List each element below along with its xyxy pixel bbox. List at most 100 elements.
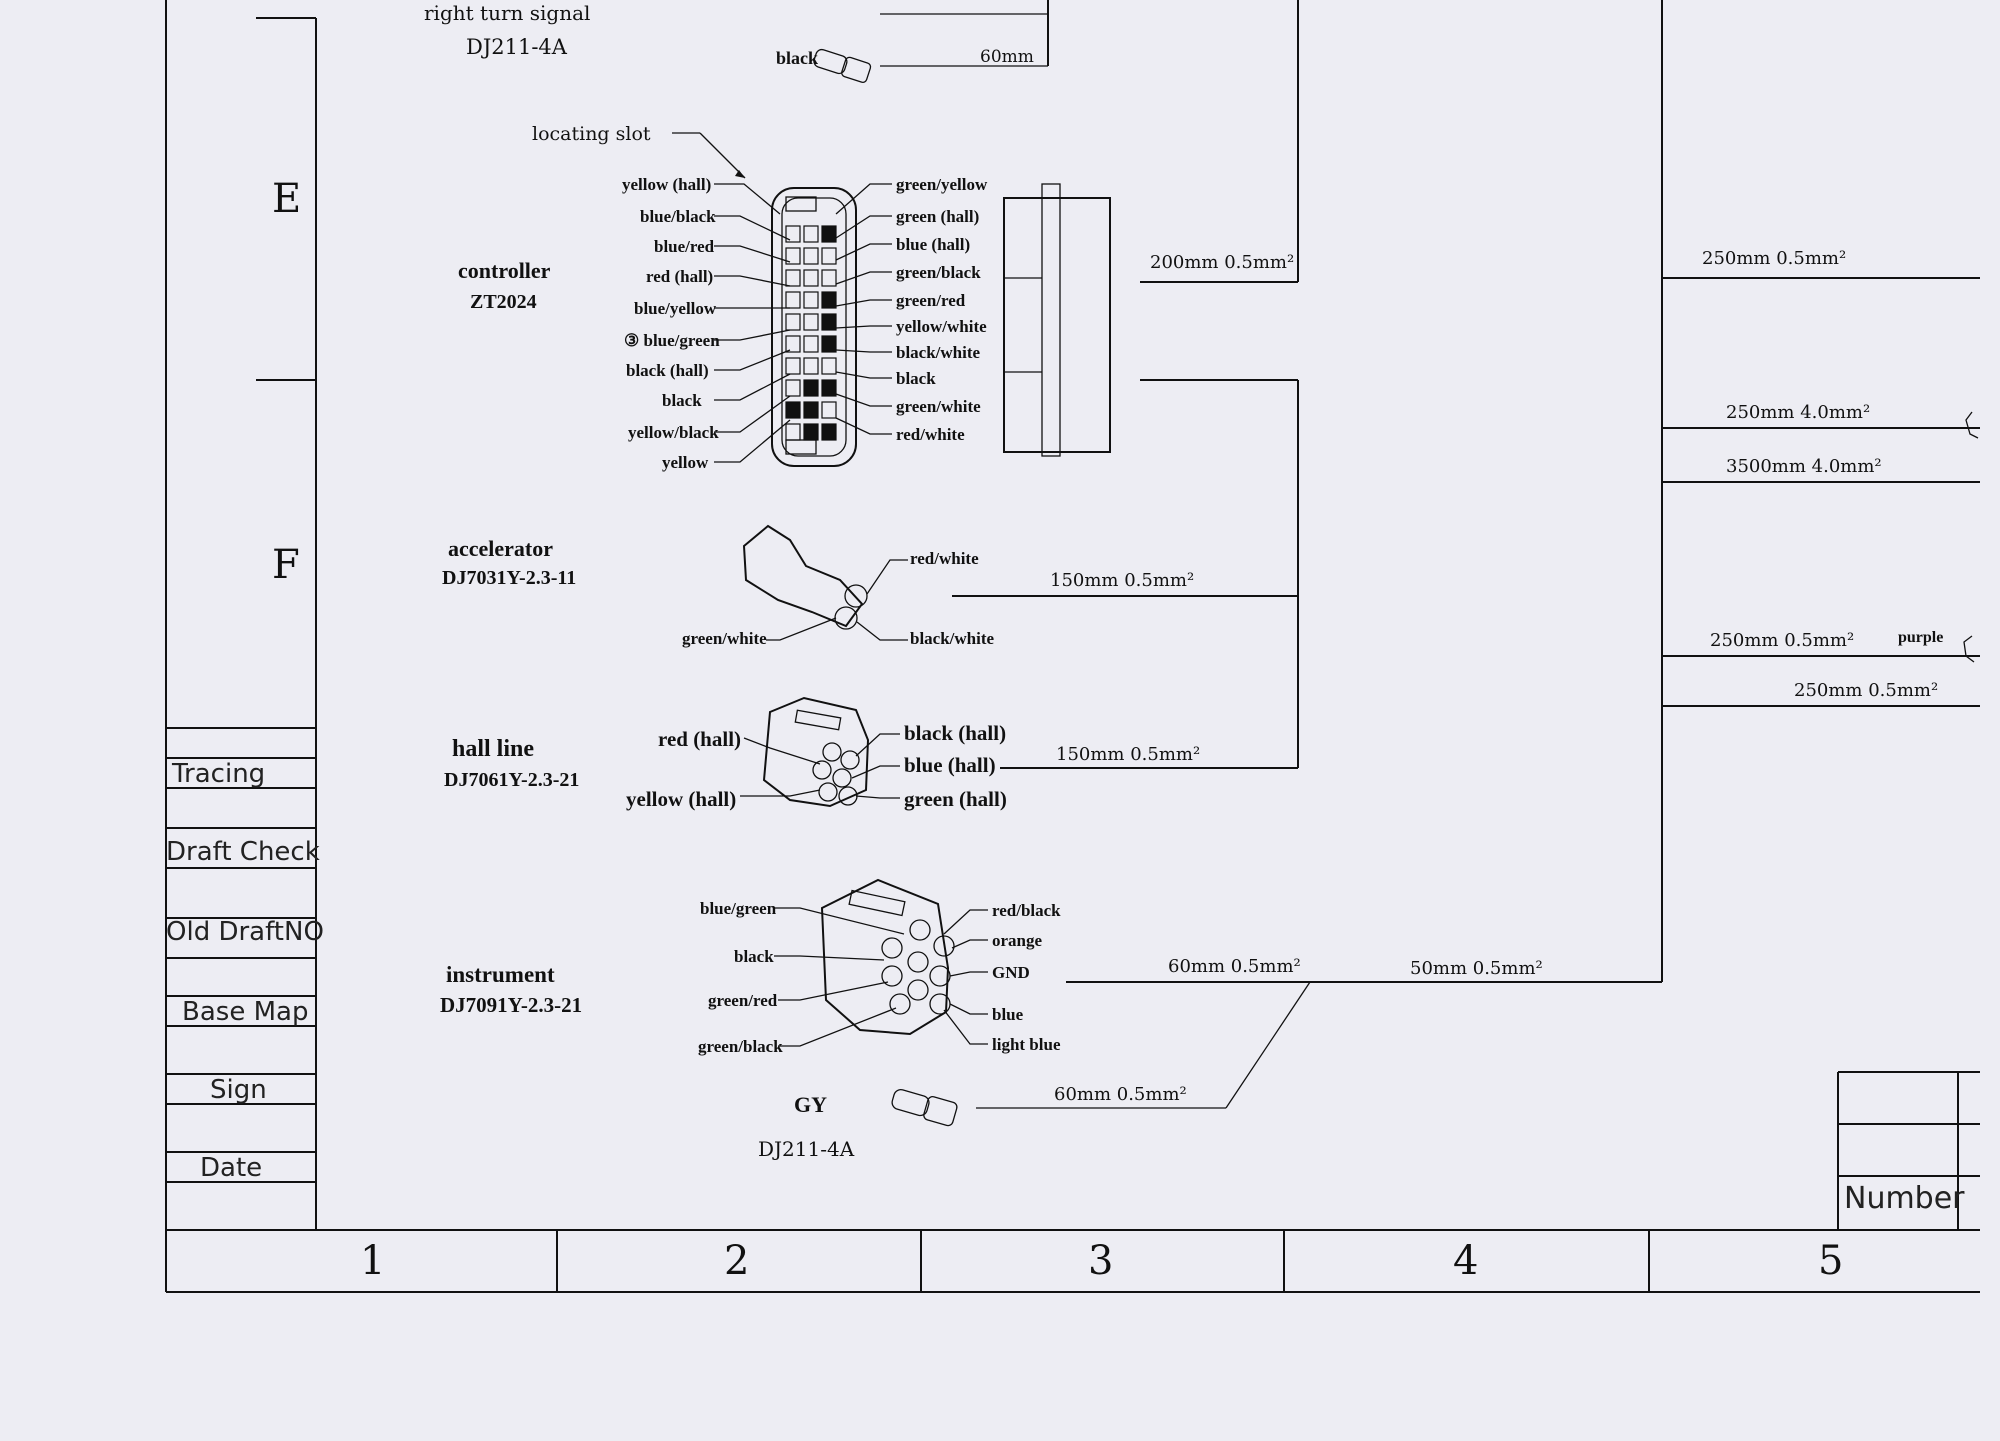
controller-pin-cavity	[785, 247, 801, 265]
column-3: 3	[1088, 1238, 1113, 1284]
instrument-pin-light-blue: light blue	[992, 1035, 1061, 1054]
drawing-frame	[165, 0, 1980, 1293]
locating-slot-label: locating slot	[532, 123, 651, 145]
controller-name: controller	[458, 258, 551, 283]
accelerator-part: DJ7031Y-2.3-11	[442, 567, 576, 589]
accelerator-wire-spec: 150mm 0.5mm²	[1050, 570, 1194, 591]
controller-part: ZT2024	[470, 291, 537, 313]
controller-pin-cavity	[785, 313, 801, 331]
controller-pin-left-2: blue/black	[640, 207, 716, 226]
controller-pin-cavity	[803, 313, 819, 331]
controller-pin-cavity	[821, 313, 837, 331]
controller-pin-left-1: yellow (hall)	[622, 175, 711, 194]
controller-pin-cavity	[821, 357, 837, 375]
controller-pin-right-1: green/yellow	[896, 175, 988, 194]
gy-wire-spec: 60mm 0.5mm²	[1054, 1084, 1187, 1105]
hall-pin-blue: blue (hall)	[904, 753, 996, 777]
hall-line-name: hall line	[452, 736, 534, 762]
tracing-label: Tracing	[171, 759, 265, 789]
base-map-label: Base Map	[182, 997, 308, 1027]
controller-pin-right-6: yellow/white	[896, 317, 987, 336]
controller-pin-cavity	[821, 269, 837, 287]
gy-connector: GY DJ211-4A 60mm 0.5mm²	[758, 1084, 1226, 1161]
controller-pin-left-10: yellow	[662, 453, 709, 472]
hall-pin-green: green (hall)	[904, 787, 1007, 811]
accelerator-name: accelerator	[448, 536, 553, 561]
controller-pin-cavity	[821, 423, 837, 441]
controller-pin-left-4: red (hall)	[646, 267, 713, 286]
controller-pin-right-9: green/white	[896, 397, 981, 416]
top-turn-signal-connector: right turn signal DJ211-4A black 60mm	[424, 0, 1049, 83]
controller-pin-grid	[785, 225, 837, 441]
controller-pin-right-2: green (hall)	[896, 207, 979, 226]
controller-pin-left-7: black (hall)	[626, 361, 709, 380]
right-wire-spec-2: 250mm 4.0mm²	[1726, 402, 1870, 423]
column-4: 4	[1453, 1238, 1478, 1284]
zone-label-e: E	[272, 176, 301, 222]
controller-pin-right-10: red/white	[896, 425, 965, 444]
accelerator-pin-2: green/white	[682, 629, 767, 648]
controller-pin-right-7: black/white	[896, 343, 981, 362]
old-draft-no-label: Old DraftNO	[166, 917, 324, 947]
controller-pin-cavity	[821, 247, 837, 265]
ring-terminal-icon	[1965, 411, 1979, 439]
controller-wire-spec: 200mm 0.5mm²	[1150, 252, 1294, 273]
controller-pin-right-4: green/black	[896, 263, 981, 282]
controller-pin-cavity	[821, 291, 837, 309]
number-label: Number	[1844, 1181, 1965, 1216]
column-1: 1	[360, 1238, 385, 1284]
controller-pin-cavity	[821, 335, 837, 353]
controller-pin-cavity	[803, 401, 819, 419]
controller-pin-cavity	[821, 379, 837, 397]
instrument-pin-orange: orange	[992, 931, 1043, 950]
accelerator-connector: accelerator DJ7031Y-2.3-11 red/white gre…	[442, 524, 1298, 648]
right-wire-spec-3: 3500mm 4.0mm²	[1726, 456, 1882, 477]
accelerator-housing	[742, 524, 864, 628]
instrument-pin-red-black: red/black	[992, 901, 1061, 920]
accelerator-pin-3: black/white	[910, 629, 995, 648]
controller-pin-right-5: green/red	[896, 291, 966, 310]
controller-pin-cavity	[803, 269, 819, 287]
controller-pin-cavity	[803, 335, 819, 353]
right-wire-bundle: 250mm 0.5mm² 250mm 4.0mm² 3500mm 4.0mm² …	[1662, 248, 1980, 707]
top-connector-label: right turn signal	[424, 1, 590, 25]
controller-pin-cavity	[785, 269, 801, 287]
instrument-wire-spec-b: 50mm 0.5mm²	[1410, 958, 1543, 979]
right-wire-spec-1: 250mm 0.5mm²	[1702, 248, 1846, 269]
sign-label: Sign	[210, 1075, 267, 1105]
controller-leader-lines	[714, 183, 892, 463]
date-label: Date	[200, 1153, 262, 1183]
gy-part: DJ211-4A	[758, 1137, 855, 1161]
controller-pin-cavity	[803, 291, 819, 309]
controller-pin-left-5: blue/yellow	[634, 299, 717, 318]
top-bullet-terminal	[813, 48, 872, 83]
instrument-pin-blue-green: blue/green	[700, 899, 777, 918]
right-wire-spec-5: 250mm 0.5mm²	[1794, 680, 1938, 701]
instrument-wire-spec-a: 60mm 0.5mm²	[1168, 956, 1301, 977]
controller-pin-cavity	[803, 357, 819, 375]
spade-terminal-icon	[1963, 635, 1975, 663]
controller-pin-cavity	[785, 291, 801, 309]
hall-pin-yellow: yellow (hall)	[626, 787, 736, 811]
top-connector-wire-color: black	[776, 48, 818, 68]
instrument-pin-gnd: GND	[992, 963, 1030, 982]
controller-pin-left-8: black	[662, 391, 702, 410]
controller-pin-right-8: black	[896, 369, 936, 388]
instrument-pin-green-black: green/black	[698, 1037, 783, 1056]
right-wire-spec-4: 250mm 0.5mm²	[1710, 630, 1854, 651]
controller-pin-cavity	[821, 225, 837, 243]
controller-pin-cavity	[803, 423, 819, 441]
draft-check-label: Draft Check	[166, 837, 320, 867]
controller-pin-left-3: blue/red	[654, 237, 715, 256]
instrument-connector: instrument DJ7091Y-2.3-21 blue/green bla…	[440, 0, 1663, 1109]
column-2: 2	[724, 1238, 749, 1284]
controller-pin-cavity	[785, 379, 801, 397]
hall-wire-spec: 150mm 0.5mm²	[1056, 744, 1200, 765]
controller-housing-side	[1003, 197, 1111, 453]
controller-pin-cavity	[785, 357, 801, 375]
top-connector-part: DJ211-4A	[466, 35, 568, 59]
controller-pin-left-9: yellow/black	[628, 423, 719, 442]
controller-pin-cavity	[803, 379, 819, 397]
column-5: 5	[1818, 1238, 1843, 1284]
